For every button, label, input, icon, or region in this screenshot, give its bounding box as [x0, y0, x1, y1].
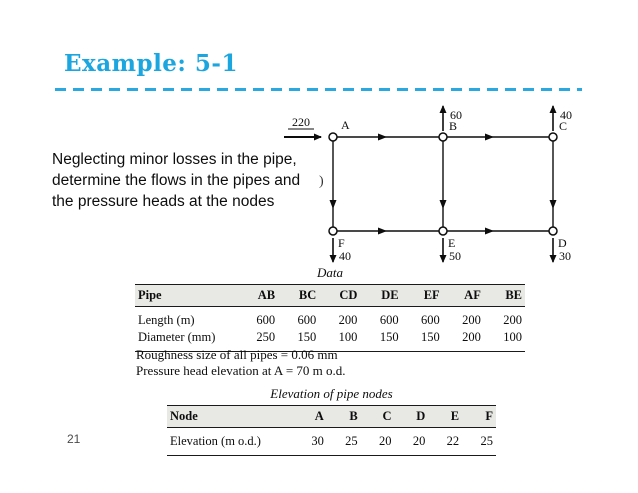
column-header: F	[462, 405, 496, 428]
table-cell: 200	[442, 329, 484, 352]
node-B	[438, 132, 448, 142]
table-cell: 200	[338, 313, 358, 327]
column-header: Node	[167, 405, 293, 428]
notes: Roughness size of all pipes = 0.06 mm Pr…	[136, 347, 346, 378]
node-label-E: E	[448, 236, 455, 250]
slide-title: Example: 5-1	[64, 50, 238, 77]
table-cell: 150	[278, 329, 320, 352]
problem-line: Neglecting minor losses in the pipe,	[52, 151, 297, 168]
column-header: A	[293, 405, 327, 428]
column-header: AB	[237, 284, 279, 307]
table-cell: 150	[401, 329, 443, 352]
flow-arrow-AF	[329, 200, 337, 209]
problem-statement: Neglecting minor losses in the pipe, det…	[52, 149, 352, 212]
problem-line: determine the flows in the pipes and	[52, 172, 301, 189]
problem-line: the pressure heads at the nodes	[52, 193, 275, 210]
table-cell: 200	[462, 313, 481, 327]
pressure-head-note: Pressure head elevation at A = 70 m o.d.	[136, 362, 346, 378]
outflow-label-F: 40	[339, 249, 351, 263]
table-cell: 25	[326, 427, 361, 456]
table-cell: 600	[379, 313, 399, 327]
row-label: Diameter (mm)	[135, 329, 237, 352]
column-header: BE	[483, 284, 525, 307]
table-cell: 22	[428, 427, 463, 456]
column-header: DE	[360, 284, 402, 307]
pipe-network-diagram: 220 A B C F E	[284, 105, 572, 263]
column-header: Pipe	[135, 284, 237, 307]
inflow-rate-label: 220	[292, 115, 310, 129]
column-header: BC	[278, 284, 320, 307]
table-cell: 250	[237, 329, 279, 352]
row-label: Length (m)	[138, 313, 195, 327]
column-header: E	[428, 405, 463, 428]
table-cell: 20	[360, 427, 395, 456]
roughness-note: Roughness size of all pipes = 0.06 mm	[136, 347, 338, 362]
outflow-label-C: 40	[560, 108, 572, 122]
flow-arrow-BE	[439, 200, 447, 209]
node-label-F: F	[338, 236, 345, 250]
node-elevation-table-title: Elevation of pipe nodes	[270, 386, 393, 401]
table-cell: 20	[394, 427, 429, 456]
column-header: EF	[401, 284, 443, 307]
table-cell: 30	[293, 427, 327, 456]
flow-arrow-ED	[485, 227, 494, 235]
table-cell: 25	[462, 427, 496, 456]
column-header: D	[394, 405, 429, 428]
table-row: Length (m) 600 600 200 600 600 200 200	[135, 307, 525, 330]
flow-arrow-AB	[378, 133, 387, 141]
outflow-label-D: 30	[559, 249, 571, 263]
node-label-B: B	[449, 119, 457, 133]
outflow-label-B: 60	[450, 108, 462, 122]
node-F	[328, 226, 338, 236]
node-label-A: A	[341, 118, 350, 132]
outflow-label-E: 50	[449, 249, 461, 263]
node-A	[328, 132, 338, 142]
node-C	[548, 132, 558, 142]
table-cell: 200	[503, 313, 522, 327]
flow-arrow-CD	[549, 200, 557, 209]
flow-arrow-FE	[378, 227, 387, 235]
node-label-C: C	[559, 119, 567, 133]
node-E	[438, 226, 448, 236]
column-header: CD	[319, 284, 361, 307]
row-label: Elevation (m o.d.)	[167, 427, 293, 456]
column-header: C	[360, 405, 395, 428]
node-D	[548, 226, 558, 236]
column-header: AF	[442, 284, 484, 307]
table-cell: 100	[319, 329, 361, 352]
node-label-D: D	[558, 236, 567, 250]
column-header: B	[326, 405, 361, 428]
table-cell: 150	[360, 329, 402, 352]
table-cell: 600	[297, 313, 317, 327]
pipe-data-table-title: Data	[317, 265, 343, 280]
flow-arrow-BC	[485, 133, 494, 141]
stray-parenthesis-mark: )	[319, 174, 324, 189]
table-cell: 100	[483, 329, 525, 352]
table-cell: 600	[256, 313, 276, 327]
table-cell: 600	[420, 313, 440, 327]
title-dashed-underline	[55, 88, 582, 91]
page-number: 21	[67, 432, 81, 446]
